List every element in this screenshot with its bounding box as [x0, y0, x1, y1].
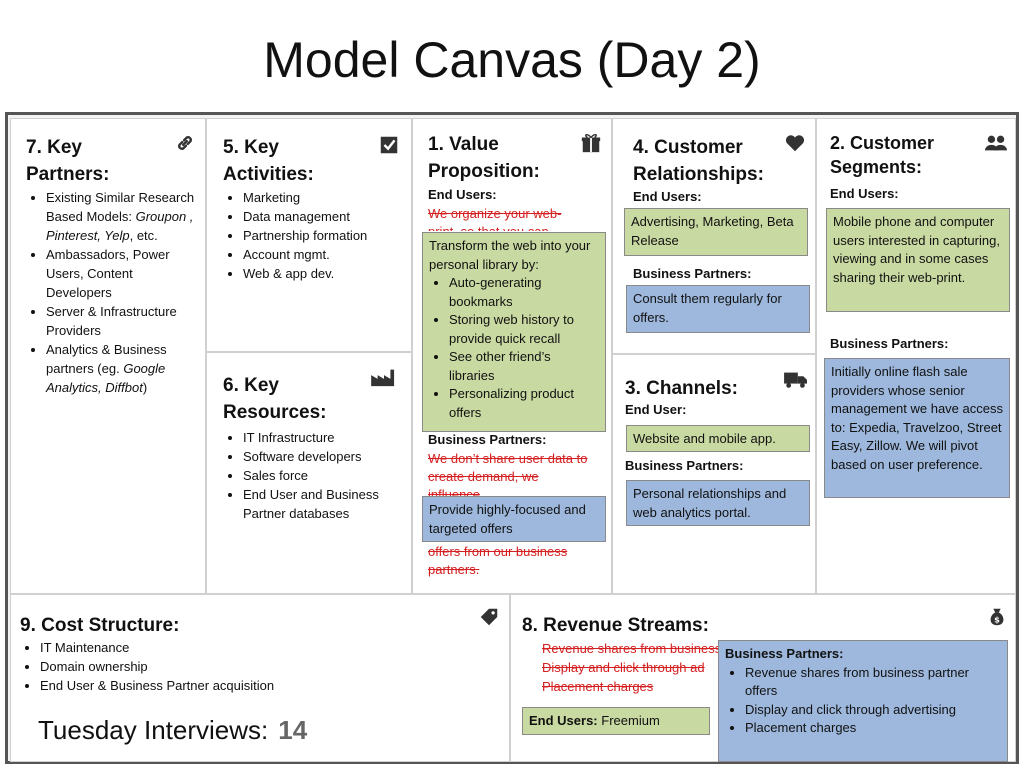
channels-blue-note: Personal relationships and web analytics… [626, 480, 810, 526]
partners-label: Business Partners: [725, 646, 844, 661]
key-activities-heading: 5. Key Activities: [223, 134, 314, 188]
revenue-streams-end-users-note: End Users: Freemium [522, 707, 710, 735]
list-item: Domain ownership [40, 657, 480, 676]
key-activities-heading-line1: 5. Key [223, 137, 279, 158]
list-item: Server & Infrastructure Providers [46, 302, 202, 340]
value-proposition-struck-partners: We don’t share user data to create deman… [428, 451, 588, 496]
list-item: IT Maintenance [40, 638, 480, 657]
cost-structure-cell [10, 594, 510, 762]
customer-relationships-heading: 4. Customer Relationships: [633, 134, 764, 188]
customer-segments-end-users-label: End Users: [830, 186, 899, 201]
users-icon [985, 135, 1007, 151]
checkbox-icon [380, 136, 398, 154]
list-item: Auto-generating bookmarks [449, 274, 599, 311]
customer-relationships-partners-label: Business Partners: [633, 266, 752, 281]
key-partners-heading: 7. Key Partners: [26, 134, 109, 188]
revenue-streams-struck-list: Revenue shares from business Display and… [522, 639, 722, 696]
value-proposition-struck-text: We organize your web-print, so that you … [428, 206, 562, 231]
value-proposition-heading-line2: Proposition: [428, 161, 540, 182]
list-item: Display and click through ad [542, 658, 722, 677]
list-item: End User and Business Partner databases [243, 485, 403, 523]
list-item: Marketing [243, 188, 403, 207]
customer-segments-cell [816, 118, 1016, 594]
interviews-count: 14 [278, 715, 308, 745]
truck-icon [784, 372, 807, 388]
tag-icon [480, 608, 498, 626]
end-users-label: End Users: [529, 713, 598, 728]
factory-icon [371, 369, 395, 387]
key-resources-heading: 6. Key Resources: [223, 372, 327, 426]
channels-green-note: Website and mobile app. [626, 425, 810, 452]
value-proposition-heading: 1. Value Proposition: [428, 131, 540, 185]
customer-relationships-green-note: Advertising, Marketing, Beta Release [624, 208, 808, 256]
cost-structure-heading: 9. Cost Structure: [20, 615, 180, 636]
customer-relationships-heading-line2: Relationships: [633, 164, 764, 185]
list-item: Partnership formation [243, 226, 403, 245]
list-item: Software developers [243, 447, 403, 466]
list-item: See other friend’s libraries [449, 348, 599, 385]
channels-end-user-label: End User: [625, 402, 687, 417]
key-partners-heading-line1: 7. Key [26, 137, 82, 158]
key-activities-list: Marketing Data management Partnership fo… [223, 188, 403, 283]
key-partners-list: Existing Similar Research Based Models: … [26, 188, 202, 397]
list-item: IT Infrastructure [243, 428, 403, 447]
page-title: Model Canvas (Day 2) [263, 32, 761, 88]
key-resources-heading-line1: 6. Key [223, 375, 279, 396]
channels-cell [612, 354, 816, 594]
value-proposition-blue-note: Provide highly-focused and targeted offe… [422, 496, 606, 542]
svg-text:$: $ [994, 615, 1000, 625]
key-partners-cell [10, 118, 206, 594]
list-item: Data management [243, 207, 403, 226]
list-item: Revenue shares from business partner off… [745, 664, 1001, 701]
list-item: Personalizing product offers [449, 385, 599, 422]
value-proposition-partners-label: Business Partners: [428, 432, 547, 447]
value-proposition-end-users-label: End Users: [428, 187, 497, 202]
list-item: Placement charges [745, 719, 1001, 738]
revenue-streams-heading: 8. Revenue Streams: [522, 615, 709, 636]
list-item: Account mgmt. [243, 245, 403, 264]
list-item: Web & app dev. [243, 264, 403, 283]
customer-segments-green-note: Mobile phone and computer users interest… [826, 208, 1010, 312]
list-item: Placement charges [542, 677, 722, 696]
interviews-label: Tuesday Interviews: [38, 715, 269, 745]
customer-segments-heading-line1: 2. Customer [830, 133, 935, 153]
value-proposition-green-note: Transform the web into your personal lib… [422, 232, 606, 432]
customer-relationships-heading-line1: 4. Customer [633, 137, 743, 158]
customer-segments-blue-note: Initially online flash sale providers wh… [824, 358, 1010, 498]
list-item: Display and click through advertising [745, 701, 1001, 720]
key-resources-heading-line2: Resources: [223, 402, 327, 423]
customer-relationships-end-users-label: End Users: [633, 189, 702, 204]
channels-heading: 3. Channels: [625, 378, 738, 399]
channels-partners-label: Business Partners: [625, 458, 744, 473]
list-item: Existing Similar Research Based Models: … [46, 188, 202, 245]
money-bag-icon: $ [990, 608, 1004, 626]
revenue-streams-partner-list: Revenue shares from business partner off… [725, 664, 1001, 738]
list-item: Sales force [243, 466, 403, 485]
customer-segments-partners-label: Business Partners: [830, 336, 949, 351]
end-users-value: Freemium [601, 713, 660, 728]
value-proposition-intro: Transform the web into your personal lib… [429, 238, 591, 272]
key-partners-heading-line2: Partners: [26, 164, 110, 185]
customer-segments-heading: 2. Customer Segments: [830, 131, 934, 179]
list-item: Revenue shares from business [542, 639, 722, 658]
cost-structure-list: IT Maintenance Domain ownership End User… [20, 638, 480, 695]
list-item: End User & Business Partner acquisition [40, 676, 480, 695]
revenue-streams-partners-note: Business Partners: Revenue shares from b… [718, 640, 1008, 762]
tuesday-interviews: Tuesday Interviews: 14 [38, 714, 307, 746]
list-item: Ambassadors, Power Users, Content Develo… [46, 245, 202, 302]
customer-segments-heading-line2: Segments: [830, 157, 923, 177]
value-proposition-heading-line1: 1. Value [428, 134, 499, 155]
gift-icon [581, 134, 601, 153]
key-resources-cell [206, 352, 412, 594]
link-icon [178, 136, 192, 150]
list-item: Analytics & Business partners (eg. Googl… [46, 340, 202, 397]
customer-relationships-blue-note: Consult them regularly for offers. [626, 285, 810, 333]
key-activities-heading-line2: Activities: [223, 164, 314, 185]
value-proposition-struck-partners-tail: offers from our business partners. [428, 544, 568, 577]
key-activities-cell [206, 118, 412, 352]
value-proposition-list: Auto-generating bookmarks Storing web hi… [429, 274, 599, 422]
list-item: Storing web history to provide quick rec… [449, 311, 599, 348]
key-resources-list: IT Infrastructure Software developers Sa… [223, 428, 403, 523]
heart-icon [785, 135, 805, 152]
